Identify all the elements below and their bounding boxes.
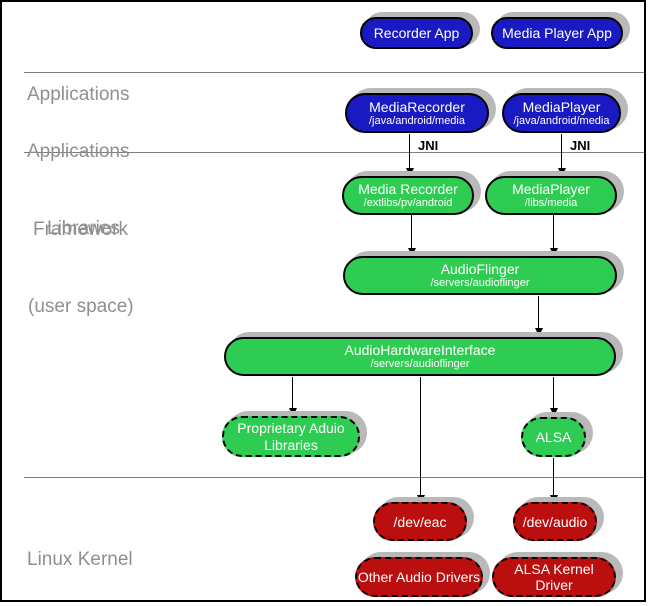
diagram-border [0,0,646,602]
node-alsa-kernel-driver: ALSA Kernel Driver [492,557,616,597]
node-audioflinger-path: /servers/audioflinger [430,277,530,289]
node-media-recorder-lib-title: Media Recorder [358,181,458,197]
node-proprietary-audio-libraries: Proprietary Aduio Libraries [222,416,360,457]
arrow-mediaplayerlib-audioflinger [549,215,558,256]
node-mediaplayer-lib-path: /libs/media [524,197,578,209]
layer-label-framework-line2: Framework [33,219,129,240]
node-alsa-kernel-driver-label: ALSA Kernel Driver [514,561,594,593]
layer-label-applications-text: Applications [27,84,130,105]
arrow-mediarecorderlib-audioflinger [407,215,416,256]
node-media-player-app-label: Media Player App [502,25,612,41]
node-mediarecorder-framework-title: MediaRecorder [369,98,465,115]
arrow-audioflinger-audiohardwareinterface [534,296,543,336]
arrow-alsa-dev-audio [549,458,558,503]
node-media-player-app: Media Player App [491,17,623,49]
node-media-recorder-lib: Media Recorder /extlibs/pv/android [342,176,474,215]
layer-label-linux-kernel: Linux Kernel [27,495,133,606]
arrow-ahi-dev-eac [416,377,425,503]
node-dev-eac: /dev/eac [373,502,467,541]
node-mediarecorder-framework: MediaRecorder /java/android/media [345,93,489,133]
separator-framework-libraries [24,152,644,153]
node-recorder-app: Recorder App [360,17,473,49]
layer-label-linux-kernel-text: Linux Kernel [27,549,133,570]
node-audioflinger: AudioFlinger /servers/audioflinger [343,256,617,295]
layer-label-framework-line1: Applications [27,141,130,162]
node-audiohardwareinterface-path: /servers/audioflinger [370,358,470,370]
node-mediaplayer-lib-title: MediaPlayer [512,181,590,197]
arrow-ahi-proprietary [288,377,297,416]
node-other-audio-drivers: Other Audio Drivers [355,557,483,597]
node-dev-eac-label: /dev/eac [393,513,447,530]
jni-label-right: JNI [570,138,591,153]
node-mediaplayer-framework-title: MediaPlayer [522,98,601,115]
layer-label-libraries-line1: Libraries [47,218,120,239]
node-dev-audio: /dev/audio [513,502,597,541]
node-alsa: ALSA [521,417,586,457]
node-mediaplayer-lib: MediaPlayer /libs/media [485,176,617,215]
node-alsa-label: ALSA [535,429,572,445]
node-audiohardwareinterface-title: AudioHardwareInterface [344,342,496,358]
arrow-ahi-alsa [549,377,558,416]
node-other-audio-drivers-label: Other Audio Drivers [357,569,481,585]
arrow-mediarecorder-jni [405,134,414,176]
node-mediaplayer-framework: MediaPlayer /java/android/media [502,93,621,133]
node-mediarecorder-framework-path: /java/android/media [368,114,465,127]
arrow-mediaplayer-jni [557,134,566,176]
jni-label-left: JNI [418,138,439,153]
separator-libraries-kernel [24,477,644,478]
layer-label-applications-framework: Applications Framework [27,87,129,295]
node-proprietary-line1: Proprietary Aduio [237,419,345,436]
node-dev-audio-label: /dev/audio [522,513,588,530]
layer-label-libraries-line2: (user space) [28,296,134,317]
node-audiohardwareinterface: AudioHardwareInterface /servers/audiofli… [224,337,616,376]
node-media-recorder-lib-path: /extlibs/pv/android [363,197,453,209]
layer-label-libraries: Libraries (user space) [28,164,134,372]
separator-applications-framework [24,72,644,73]
node-mediaplayer-framework-path: /java/android/media [513,114,610,127]
node-audioflinger-title: AudioFlinger [440,261,520,277]
layer-label-applications: Applications [27,30,129,160]
node-proprietary-line2: Libraries [264,436,318,453]
node-recorder-app-label: Recorder App [373,25,460,41]
